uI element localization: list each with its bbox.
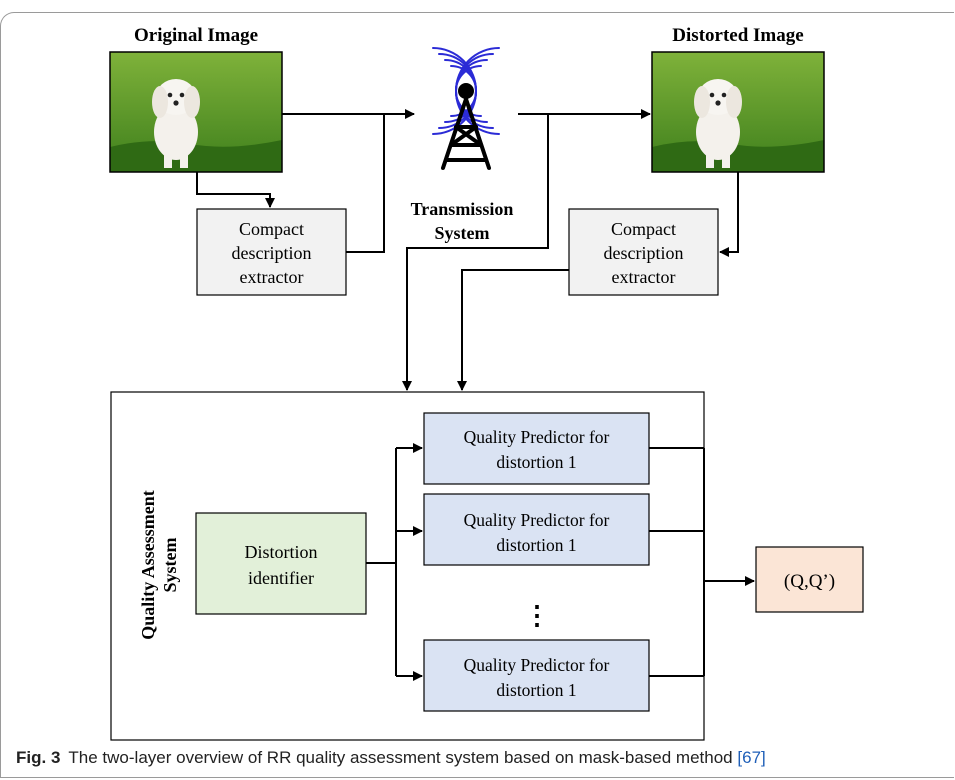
figure-frame (0, 12, 954, 778)
distorted-image-title: Distorted Image (672, 25, 803, 46)
predictor-2-line1: Quality Predictor for (464, 510, 610, 530)
caption-ref-close: ] (761, 748, 766, 767)
extractor-right-line3: extractor (612, 267, 676, 287)
predictor-3-line2: distortion 1 (496, 680, 576, 700)
caption-ref-open: [ (737, 748, 743, 767)
identifier-line1: Distortion (244, 542, 317, 562)
predictor-2-line2: distortion 1 (496, 535, 576, 555)
transmission-label-line2: System (435, 223, 490, 243)
distorted-image (651, 51, 825, 173)
predictor-3-line1: Quality Predictor for (464, 655, 610, 675)
quality-predictor-3: Quality Predictor for distortion 1 (423, 639, 650, 712)
extractor-left-line3: extractor (240, 267, 304, 287)
qa-connectors (366, 443, 755, 681)
transmission-label-line1: Transmission (411, 199, 514, 219)
output-box: (Q,Q’) (755, 546, 864, 613)
original-image-title: Original Image (134, 25, 258, 46)
distortion-identifier-box: Distortion identifier (195, 512, 367, 615)
quality-predictor-2: Quality Predictor for distortion 1 (423, 493, 650, 566)
identifier-line2: identifier (248, 568, 314, 588)
top-connectors (196, 109, 739, 391)
antenna-icon (432, 47, 500, 170)
original-image (109, 51, 283, 173)
extractor-right-line1: Compact (611, 219, 676, 239)
predictor-1-line1: Quality Predictor for (464, 427, 610, 447)
figure-caption: Fig. 3 The two-layer overview of RR quali… (16, 748, 946, 768)
caption-label: Fig. 3 (16, 748, 61, 767)
ellipsis: ⋮ (524, 601, 550, 630)
caption-reference-link[interactable]: 67 (742, 748, 762, 767)
system-label-line1: Quality Assessment (138, 490, 158, 640)
extractor-box-right: Compact description extractor (568, 208, 719, 296)
system-label-line2: System (160, 538, 180, 593)
quality-predictor-1: Quality Predictor for distortion 1 (423, 412, 650, 485)
extractor-box-left: Compact description extractor (196, 208, 347, 296)
output-label: (Q,Q’) (784, 571, 835, 592)
caption-text: The two-layer overview of RR quality ass… (68, 748, 733, 767)
extractor-left-line2: description (232, 243, 312, 263)
predictor-1-line2: distortion 1 (496, 452, 576, 472)
extractor-left-line1: Compact (239, 219, 304, 239)
extractor-right-line2: description (604, 243, 684, 263)
